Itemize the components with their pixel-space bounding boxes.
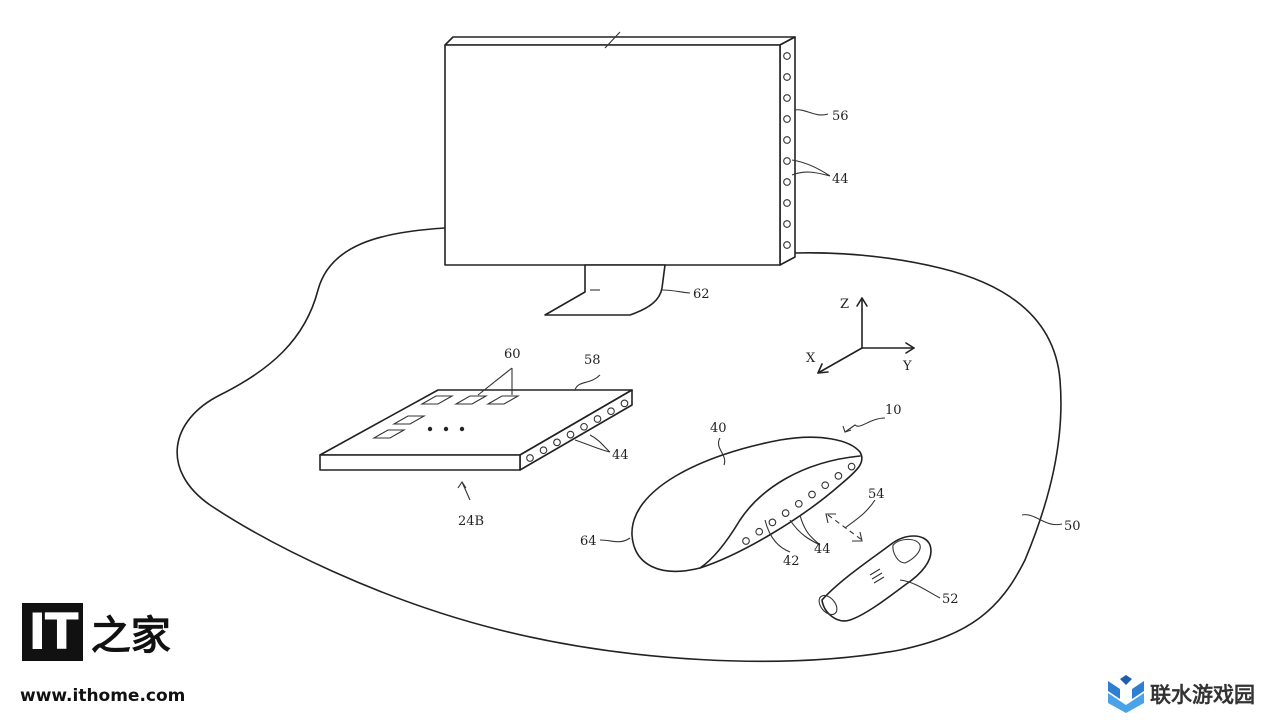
led-indicator: [768, 518, 777, 527]
lianshui-logo: 联水游戏园: [1106, 675, 1255, 713]
stand: [544, 264, 666, 316]
label-24b: 24B: [458, 514, 484, 529]
label-42: 42: [783, 554, 800, 569]
label-44-device: 44: [814, 542, 831, 557]
label-52: 52: [942, 592, 959, 607]
ithome-logo-cn: 之家: [90, 613, 171, 659]
led-indicator: [580, 422, 588, 431]
led-indicator: [834, 472, 843, 480]
label-x: X: [806, 351, 816, 366]
led-indicator: [783, 220, 791, 228]
led-indicator: [526, 454, 534, 462]
label-44-display: 44: [832, 172, 849, 187]
display: [444, 31, 796, 266]
label-z: Z: [840, 297, 849, 312]
led-indicator: [539, 446, 548, 455]
led-indicator: [783, 94, 791, 102]
ring-device: [599, 417, 886, 573]
label-54: 54: [868, 487, 885, 502]
surface-outline: [176, 227, 1062, 663]
axes: [817, 297, 915, 374]
ithome-url: www.ithome.com: [20, 686, 186, 706]
led-indicator: [808, 490, 816, 499]
label-60: 60: [504, 347, 521, 362]
led-indicator: [821, 481, 830, 490]
led-indicator: [607, 407, 615, 416]
led-indicator: [755, 527, 764, 536]
led-indicator: [620, 399, 629, 408]
keyboard: [319, 367, 633, 501]
led-indicator: [783, 241, 791, 249]
lianshui-logo-icon: [1108, 675, 1144, 713]
lianshui-logo-text: 联水游戏园: [1150, 683, 1255, 707]
label-56: 56: [832, 109, 849, 124]
label-58: 58: [584, 353, 601, 368]
led-indicator: [783, 73, 791, 81]
label-10: 10: [885, 403, 902, 418]
label-62: 62: [693, 287, 710, 302]
label-y: Y: [902, 359, 912, 374]
led-indicator: [742, 537, 750, 545]
led-indicator: [847, 462, 856, 471]
led-indicator: [794, 499, 803, 508]
led-indicator: [783, 157, 791, 165]
ithome-logo: IT 之家: [22, 603, 171, 661]
led-indicator: [783, 136, 791, 144]
label-40: 40: [710, 421, 727, 436]
led-indicator: [781, 509, 790, 517]
label-64: 64: [580, 534, 597, 549]
finger: [818, 535, 941, 622]
label-50: 50: [1064, 519, 1081, 534]
led-indicator: [566, 430, 575, 439]
led-indicator: [783, 115, 791, 123]
led-indicator: [553, 438, 561, 447]
led-indicator: [783, 178, 791, 186]
led-indicator: [783, 52, 791, 60]
led-indicator: [783, 199, 791, 207]
ithome-logo-mark: IT: [22, 603, 83, 661]
led-indicator: [593, 415, 602, 423]
label-44-keyboard: 44: [612, 448, 629, 463]
